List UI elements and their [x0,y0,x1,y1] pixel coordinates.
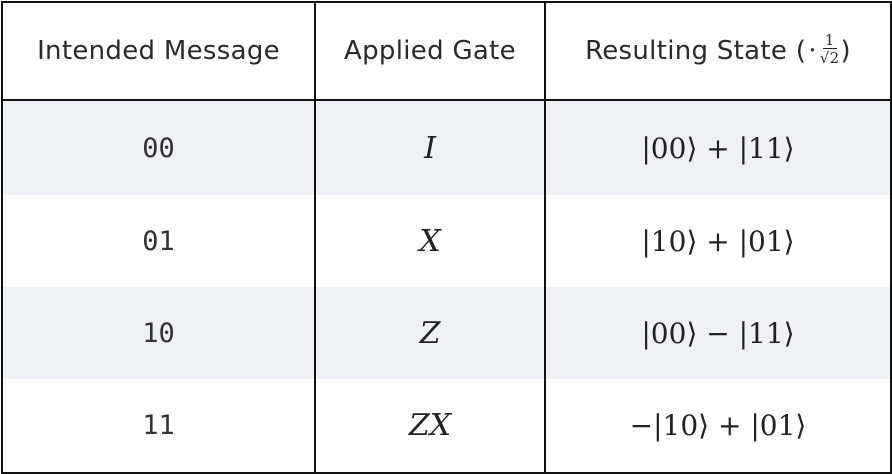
message-cell: 10 [3,287,316,379]
header-label: Resulting State ( · 1 √2 ) [585,32,851,69]
gate-cell: ZX [316,379,546,472]
state-cell: |00⟩ − |11⟩ [546,287,890,379]
gate-cell: I [316,101,546,195]
fraction-denominator: √2 [819,48,840,67]
header-applied-gate: Applied Gate [316,3,546,101]
header-suffix: ) [840,36,851,66]
gate-cell: Z [316,287,546,379]
header-label: Intended Message [37,36,280,66]
fraction: 1 √2 [820,32,840,67]
multiply-dot: · [808,36,817,66]
fraction-numerator: 1 [822,30,837,49]
state-cell: −|10⟩ + |01⟩ [546,379,890,472]
message-cell: 00 [3,101,316,195]
gate-cell: X [316,195,546,287]
state-cell: |10⟩ + |01⟩ [546,195,890,287]
state-cell: |00⟩ + |11⟩ [546,101,890,195]
header-prefix: Resulting State ( [585,36,807,66]
message-cell: 11 [3,379,316,472]
header-label: Applied Gate [344,36,516,66]
header-resulting-state: Resulting State ( · 1 √2 ) [546,3,890,101]
header-intended-message: Intended Message [3,3,316,101]
message-cell: 01 [3,195,316,287]
